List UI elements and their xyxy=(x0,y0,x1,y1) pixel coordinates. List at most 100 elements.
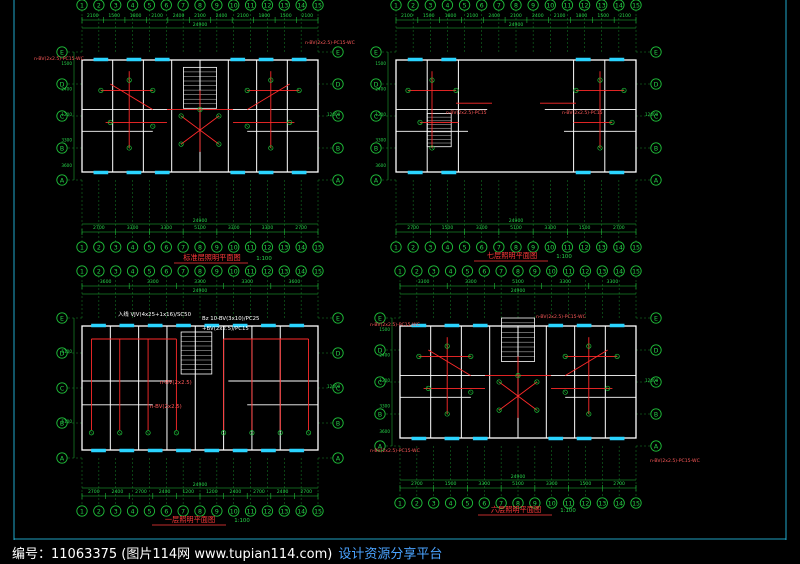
window-top xyxy=(576,323,592,328)
ceiling-light-fixture xyxy=(173,430,179,436)
axis-bubble-top-13 xyxy=(596,0,608,11)
window-bottom xyxy=(609,436,625,441)
axis-bubble-top-9 xyxy=(211,265,223,277)
axis-bubble-bottom-3-label: 3 xyxy=(114,508,118,515)
axis-bubble-top-2-label: 2 xyxy=(97,2,101,9)
axis-bubble-bottom-11 xyxy=(244,505,257,517)
dim-top-value: 3300 xyxy=(559,279,571,285)
axis-bubble-top-4-label: 4 xyxy=(449,268,453,275)
axis-bubble-right-A-label: A xyxy=(654,177,659,184)
axis-bubble-top-11 xyxy=(244,0,257,11)
dim-bottom-value: 1200 xyxy=(182,489,194,495)
window-top xyxy=(204,323,220,328)
axis-bubble-bottom-2-label: 2 xyxy=(411,244,415,251)
fixture-cross xyxy=(245,88,249,93)
axis-bubble-top-11 xyxy=(561,0,574,11)
axis-bubble-bottom-1-label: 1 xyxy=(398,500,402,507)
wiring-annotation: n-BV(2x2.5)-PC15-WC xyxy=(370,448,420,454)
axis-bubble-right-E-label: E xyxy=(654,49,658,56)
axis-bubble-bottom-14 xyxy=(295,505,307,517)
axis-bubble-top-1-label: 1 xyxy=(394,2,398,9)
axis-bubble-top-11-label: 11 xyxy=(247,268,255,275)
axis-bubble-top-11-label: 11 xyxy=(247,2,255,9)
dim-side-value: 1500 xyxy=(61,61,72,66)
dim-side-value: 3600 xyxy=(379,429,390,434)
dim-side-overall: 12000 xyxy=(327,384,341,389)
dim-bottom-value: 1200 xyxy=(206,489,218,495)
axis-bubble-bottom-2-label: 2 xyxy=(97,508,101,515)
axis-bubble-left-B xyxy=(56,417,68,429)
dim-bottom-value: 5100 xyxy=(510,225,522,231)
axis-bubble-right-A-label: A xyxy=(336,455,341,462)
axis-bubble-top-13-label: 13 xyxy=(280,268,288,275)
axis-bubble-top-3-label: 3 xyxy=(432,268,436,275)
window-top xyxy=(154,57,170,62)
window-bottom xyxy=(232,448,248,453)
dim-top-value: 3300 xyxy=(194,279,206,285)
axis-bubble-top-15 xyxy=(630,265,642,277)
axis-bubble-top-10-label: 10 xyxy=(546,2,554,9)
window-top xyxy=(176,323,191,328)
axis-bubble-top-4 xyxy=(441,0,454,11)
dim-side-value: 3300 xyxy=(61,138,72,143)
window-bottom xyxy=(119,448,135,453)
dim-overall-top-value: 24900 xyxy=(193,288,208,294)
axis-bubble-top-13-label: 13 xyxy=(280,2,288,9)
axis-bubble-bottom-15-label: 15 xyxy=(632,244,640,251)
axis-bubble-bottom-14-label: 14 xyxy=(297,244,305,251)
fixture-cross xyxy=(587,344,591,348)
dim-top-value: 1800 xyxy=(259,13,271,19)
axis-bubble-top-2-label: 2 xyxy=(411,2,415,9)
axis-bubble-top-4-label: 4 xyxy=(131,2,135,9)
axis-bubble-left-E-label: E xyxy=(378,315,382,322)
axis-bubble-top-9 xyxy=(529,265,541,277)
ceiling-light-fixture xyxy=(216,141,222,147)
axis-bubble-top-15 xyxy=(312,265,324,277)
axis-bubble-top-14-label: 14 xyxy=(297,268,305,275)
axis-bubble-bottom-11 xyxy=(561,241,574,253)
axis-bubble-bottom-13-label: 13 xyxy=(598,500,606,507)
axis-bubble-top-7 xyxy=(177,0,189,11)
axis-bubble-top-10-label: 10 xyxy=(230,268,238,275)
axis-bubble-top-4 xyxy=(126,265,139,277)
dim-side-overall: 12000 xyxy=(645,378,659,383)
axis-bubble-top-3 xyxy=(110,0,122,11)
window-bottom xyxy=(93,170,109,175)
window-bottom xyxy=(548,436,564,441)
plan-first-floor-lighting: 1122334455667788991010111112121313141415… xyxy=(56,265,344,526)
axis-bubble-bottom-1-label: 1 xyxy=(394,244,398,251)
axis-bubble-right-B xyxy=(650,142,662,154)
fixture-cross xyxy=(598,146,602,150)
axis-bubble-left-A-label: A xyxy=(374,177,379,184)
axis-bubble-bottom-7 xyxy=(495,497,507,509)
axis-bubble-top-15 xyxy=(312,0,324,11)
window-bottom xyxy=(289,448,305,453)
axis-bubble-top-13 xyxy=(278,265,290,277)
ceiling-light-fixture xyxy=(287,119,293,125)
axis-bubble-top-2-label: 2 xyxy=(97,268,101,275)
dim-side-value: 1200 xyxy=(61,112,72,117)
axis-bubble-bottom-14 xyxy=(613,497,625,509)
axis-bubble-left-D xyxy=(56,347,68,359)
axis-bubble-bottom-8 xyxy=(510,241,522,253)
axis-bubble-right-A xyxy=(650,440,662,452)
axis-bubble-bottom-10 xyxy=(228,505,240,517)
ceiling-light-fixture xyxy=(496,407,502,413)
axis-bubble-top-11 xyxy=(244,265,257,277)
lighting-circuit-wire xyxy=(564,349,608,376)
axis-bubble-top-10 xyxy=(228,0,240,11)
dim-top-value: 1500 xyxy=(423,13,435,19)
window-bottom xyxy=(407,170,423,175)
wiring-annotation: n-BV(2x2.5) xyxy=(160,380,192,386)
fixture-cross xyxy=(127,78,131,82)
dim-bottom-value: 3300 xyxy=(476,225,488,231)
axis-bubble-bottom-3-label: 3 xyxy=(428,244,432,251)
axis-bubble-left-E xyxy=(374,312,386,324)
axis-bubble-top-1 xyxy=(76,265,88,277)
dim-bottom-value: 2700 xyxy=(88,489,100,495)
dim-top-value: 2400 xyxy=(216,13,228,19)
wiring-annotation: n-BV(2x2.5) xyxy=(150,404,182,410)
axis-bubble-top-4 xyxy=(444,265,457,277)
axis-bubble-top-1-label: 1 xyxy=(80,2,84,9)
ceiling-light-fixture xyxy=(150,87,156,93)
